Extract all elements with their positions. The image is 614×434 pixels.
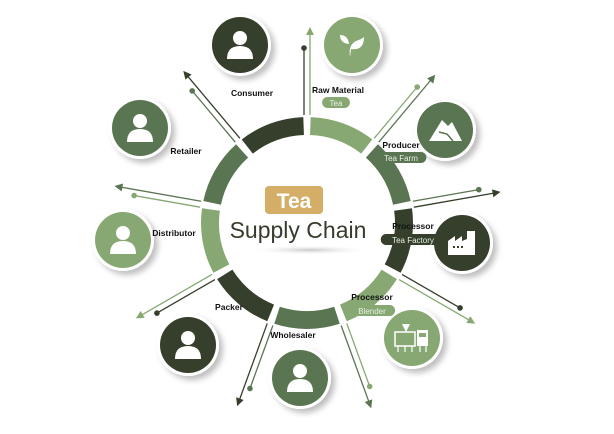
ring-segment-1 xyxy=(241,117,305,154)
connector-line xyxy=(156,279,216,314)
supply-chain-title: Supply Chain xyxy=(230,217,367,243)
tea-badge xyxy=(265,186,323,214)
arrow-head-icon xyxy=(114,183,124,192)
stage-7-packer: Packer xyxy=(157,302,244,376)
tea-badge-text: Tea xyxy=(277,190,312,213)
connector-dot xyxy=(457,305,463,311)
connector-dot xyxy=(131,192,137,199)
ring-segment-8 xyxy=(201,208,230,273)
connector-line xyxy=(412,189,479,202)
center-title: Tea Supply Chain xyxy=(230,186,372,255)
connector-line xyxy=(134,194,201,208)
connector-line xyxy=(346,323,371,387)
connector-dot xyxy=(247,385,253,392)
stage-label: Retailer xyxy=(170,146,202,156)
stage-label: Distributor xyxy=(152,228,196,238)
person-icon xyxy=(110,226,136,254)
ring-segment-6 xyxy=(274,306,340,329)
leaf-icon xyxy=(340,35,364,57)
stage-sub-label: Tea xyxy=(330,99,343,108)
connector-dot xyxy=(366,383,373,390)
node-circle xyxy=(384,310,440,366)
stage-1-consumer: Consumer xyxy=(209,14,274,98)
connector-line xyxy=(191,90,236,143)
stage-label: Packer xyxy=(215,302,244,312)
stage-8-distributor: Distributor xyxy=(92,209,196,271)
connectors xyxy=(114,27,501,409)
person-icon xyxy=(127,114,153,142)
arrow-head-icon xyxy=(183,70,192,80)
stage-label: Raw Material xyxy=(312,85,364,95)
stage-sub-pill xyxy=(380,234,446,245)
connector-dot xyxy=(154,310,160,316)
arrow-head-icon xyxy=(427,74,436,84)
connector-line xyxy=(140,273,213,316)
arrow-head-icon xyxy=(236,397,244,407)
connector-line xyxy=(238,323,268,401)
stage-sub-label: Tea Factory xyxy=(392,236,434,245)
factory-icon xyxy=(448,231,475,255)
person-icon xyxy=(227,31,253,59)
connector-line xyxy=(373,86,418,139)
ring-segment-7 xyxy=(217,269,275,322)
connector-line xyxy=(401,273,461,309)
connector-line xyxy=(249,325,274,389)
stage-sub-pill xyxy=(375,152,427,163)
person-icon xyxy=(287,364,313,392)
stage-label: Wholesaler xyxy=(270,330,316,340)
connector-dot xyxy=(476,186,482,193)
stage-label: Processor xyxy=(351,292,393,302)
ring-segment-5 xyxy=(339,269,397,322)
arrow-head-icon xyxy=(306,27,314,35)
connector-line xyxy=(120,186,202,202)
connector-line xyxy=(398,279,471,322)
stage-sub-label: Tea Farm xyxy=(384,154,418,163)
stage-sub-pill xyxy=(348,305,396,316)
ring-segment-9 xyxy=(203,144,249,205)
ring-segment-2 xyxy=(309,117,373,154)
connector-dot xyxy=(414,84,420,90)
mountain-icon xyxy=(429,120,462,142)
arrow-head-icon xyxy=(135,310,145,319)
arrow-head-icon xyxy=(364,399,373,409)
stage-9-retailer: Retailer xyxy=(109,97,202,159)
connector-dot xyxy=(189,88,196,94)
machine-icon xyxy=(394,324,428,352)
ring-segment-3 xyxy=(365,144,411,205)
stage-label: Processor xyxy=(392,221,434,231)
stage-label: Producer xyxy=(382,140,420,150)
arrow-head-icon xyxy=(491,189,501,198)
person-icon xyxy=(175,331,201,359)
connector-dot xyxy=(301,45,307,51)
stage-sub-label: Blender xyxy=(358,307,386,316)
connector-line xyxy=(186,75,241,139)
stage-6-wholesaler: Wholesaler xyxy=(269,330,331,409)
connector-line xyxy=(340,325,370,403)
arrow-head-icon xyxy=(466,316,476,324)
stage-sub-pill xyxy=(322,97,350,108)
connector-line xyxy=(413,192,495,208)
connector-line xyxy=(378,78,432,143)
stage-label: Consumer xyxy=(231,88,274,98)
title-shadow xyxy=(248,245,372,255)
